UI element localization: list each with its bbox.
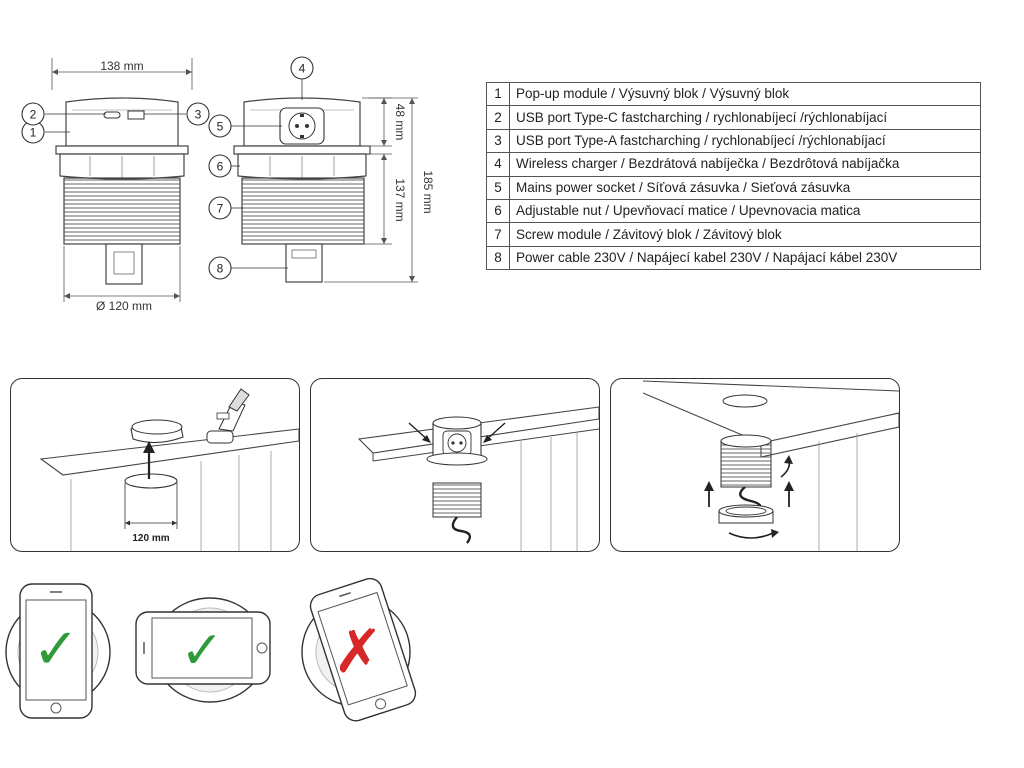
table-row: 3 USB port Type-A fastcharching / rychlo… <box>486 128 981 154</box>
phone-placement-portrait: ✓ <box>0 578 120 728</box>
check-mark-icon: ✓ <box>180 622 224 680</box>
technical-drawing: 138 mm Ø 120 mm <box>21 56 435 313</box>
install-step-1-illustration: 120 mm <box>39 388 299 551</box>
body-height-dimension-label: 137 mm <box>393 178 407 221</box>
callout-3: 3 <box>144 102 210 126</box>
part-number: 7 <box>486 222 510 247</box>
phone-placement-tilted: ✗ <box>292 578 432 728</box>
part-number: 1 <box>486 81 510 107</box>
install-step-3-illustration <box>642 380 899 551</box>
part-description: Mains power socket / Síťová zásuvka / Si… <box>509 175 981 200</box>
part-description: USB port Type-C fastcharching / rychlona… <box>509 105 981 130</box>
part-number: 4 <box>486 152 510 177</box>
front-view: 138 mm Ø 120 mm <box>51 58 193 313</box>
check-mark-icon: ✓ <box>33 617 80 680</box>
part-description: Adjustable nut / Upevňovací matice / Upe… <box>509 198 981 224</box>
table-row: 5 Mains power socket / Síťová zásuvka / … <box>486 175 981 200</box>
callout-7: 7 <box>208 196 244 220</box>
table-row: 7 Screw module / Závitový blok / Závitov… <box>486 222 981 247</box>
svg-text:1: 1 <box>30 126 37 140</box>
install-step-1-panel: 120 mm <box>10 378 300 552</box>
part-description: USB port Type-A fastcharching / rychlona… <box>509 128 981 154</box>
top-height-dimension-label: 48 mm <box>393 104 407 141</box>
width-dimension-label: 138 mm <box>100 59 143 73</box>
svg-text:2: 2 <box>30 108 37 122</box>
svg-text:4: 4 <box>299 62 306 76</box>
table-row: 1 Pop-up module / Výsuvný blok / Výsuvný… <box>486 81 981 107</box>
install-step-2-illustration <box>357 406 599 551</box>
callout-8: 8 <box>208 256 288 280</box>
callout-4: 4 <box>290 56 314 100</box>
callout-6: 6 <box>208 154 240 178</box>
table-row: 6 Adjustable nut / Upevňovací matice / U… <box>486 198 981 224</box>
install-step-3-panel <box>610 378 900 552</box>
table-row: 8 Power cable 230V / Napájecí kabel 230V… <box>486 245 981 271</box>
callout-5: 5 <box>208 114 282 138</box>
hole-size-label: 120 mm <box>132 533 169 544</box>
svg-text:6: 6 <box>217 160 224 174</box>
screw-thread <box>63 177 181 245</box>
parts-table: 1 Pop-up module / Výsuvný blok / Výsuvný… <box>486 81 981 271</box>
part-description: Power cable 230V / Napájecí kabel 230V /… <box>509 245 981 271</box>
part-number: 2 <box>486 105 510 130</box>
part-description: Pop-up module / Výsuvný blok / Výsuvný b… <box>509 81 981 107</box>
side-view: 48 mm 137 mm 185 mm <box>233 97 435 283</box>
part-description: Wireless charger / Bezdrátová nabíječka … <box>509 152 981 177</box>
part-number: 8 <box>486 245 510 271</box>
table-row: 4 Wireless charger / Bezdrátová nabíječk… <box>486 152 981 177</box>
callout-2: 2 <box>21 102 106 126</box>
part-description: Screw module / Závitový blok / Závitový … <box>509 222 981 247</box>
part-number: 3 <box>486 128 510 154</box>
cross-mark-icon: ✗ <box>333 618 383 685</box>
total-height-dimension-label: 185 mm <box>421 170 435 213</box>
svg-text:8: 8 <box>217 262 224 276</box>
diameter-dimension-label: Ø 120 mm <box>96 299 152 313</box>
table-row: 2 USB port Type-C fastcharching / rychlo… <box>486 105 981 130</box>
phone-placement-landscape: ✓ <box>132 596 282 706</box>
callout-1: 1 <box>21 120 70 144</box>
part-number: 5 <box>486 175 510 200</box>
install-step-2-panel <box>310 378 600 552</box>
usb-c-port <box>103 111 121 119</box>
svg-text:3: 3 <box>195 108 202 122</box>
usb-a-port <box>127 110 145 120</box>
svg-text:5: 5 <box>217 120 224 134</box>
part-number: 6 <box>486 198 510 224</box>
svg-text:7: 7 <box>217 202 224 216</box>
